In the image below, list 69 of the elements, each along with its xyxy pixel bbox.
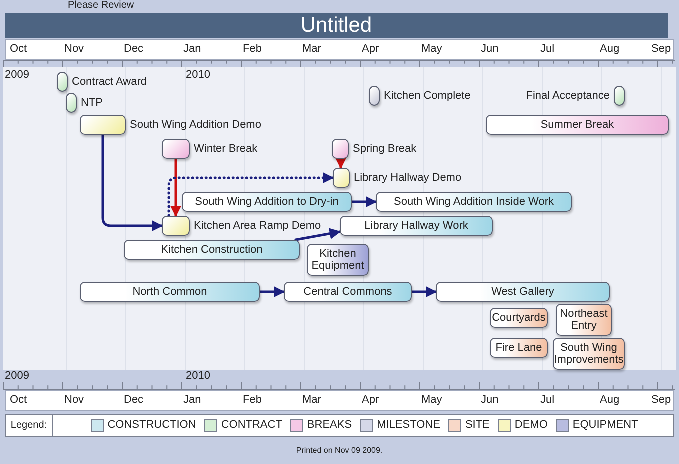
month-label: Feb xyxy=(243,43,262,56)
month-label: Jan xyxy=(184,43,202,56)
month-label: Dec xyxy=(124,43,144,56)
month-label: Jul xyxy=(540,394,555,407)
legend-label: SITE xyxy=(465,419,490,432)
month-label: Nov xyxy=(64,43,84,56)
task-label: Kitchen Area Ramp Demo xyxy=(194,219,322,234)
task-bar: Summer Break xyxy=(486,115,669,135)
arrow xyxy=(335,158,347,170)
legend-label: MILESTONE xyxy=(377,419,440,432)
month-label: May xyxy=(422,43,442,56)
legend-label: DEMO xyxy=(514,419,548,432)
task-bar: Northeast Entry xyxy=(556,304,612,336)
task-bar: Central Commons xyxy=(284,282,412,302)
task-bar: Courtyards xyxy=(490,308,548,328)
arrow xyxy=(350,196,378,208)
month-label: Sep xyxy=(652,394,672,407)
task-bar: South Wing Addition Inside Work xyxy=(376,192,572,212)
year-label: 2009 xyxy=(5,370,30,382)
month-label: Aug xyxy=(600,43,620,56)
month-label: Apr xyxy=(362,394,380,407)
task-bar: South Wing Improvements xyxy=(553,338,625,370)
task-bar: Kitchen Construction xyxy=(124,240,300,260)
month-label: Aug xyxy=(600,394,620,407)
footer-note: Printed on Nov 09 2009. xyxy=(295,446,384,456)
milestone-label: Contract Award xyxy=(72,75,148,90)
task-bar: South Wing Addition to Dry-in xyxy=(182,192,352,212)
month-label: Mar xyxy=(302,43,322,56)
year-label: 2010 xyxy=(186,69,210,81)
legend-label: CONTRACT xyxy=(221,419,282,432)
legend-label: EQUIPMENT xyxy=(572,419,638,432)
header-note: Please Review xyxy=(68,0,134,11)
month-label: Feb xyxy=(243,394,262,407)
year-label: 2009 xyxy=(5,69,30,81)
month-label: Oct xyxy=(10,43,28,56)
milestone-label: NTP xyxy=(81,96,103,111)
month-label: Apr xyxy=(362,43,380,56)
month-label: Jun xyxy=(481,394,499,407)
milestone-label: Final Acceptance xyxy=(526,89,610,104)
arrow xyxy=(102,134,164,232)
arrow xyxy=(170,158,182,218)
task-bar: North Common xyxy=(80,282,260,302)
legend-label: BREAKS xyxy=(307,419,352,432)
month-label: Jun xyxy=(481,43,499,56)
task-bar: Kitchen Equipment xyxy=(307,244,369,276)
task-bar: West Gallery xyxy=(436,282,610,302)
year-label: 2010 xyxy=(186,370,210,382)
task-label: Winter Break xyxy=(194,142,258,157)
title-bar: Untitled xyxy=(5,13,668,38)
task-bar: Fire Lane xyxy=(490,338,548,358)
arrow xyxy=(294,228,342,242)
month-label: Sep xyxy=(652,43,672,56)
legend-label: CONSTRUCTION xyxy=(108,419,196,432)
arrow xyxy=(258,286,286,298)
task-bar: Library Hallway Work xyxy=(340,216,493,236)
arrow xyxy=(168,172,334,218)
month-label: May xyxy=(422,394,442,407)
month-label: Jul xyxy=(540,43,555,56)
month-label: Oct xyxy=(10,394,28,407)
milestone-label: Kitchen Complete xyxy=(384,89,471,104)
arrow xyxy=(410,286,438,298)
legend-title: Legend: xyxy=(6,415,53,436)
task-label: Spring Break xyxy=(353,142,417,157)
month-label: Mar xyxy=(302,394,322,407)
month-label: Jan xyxy=(184,394,202,407)
task-label: South Wing Addition Demo xyxy=(130,118,262,133)
task-label: Library Hallway Demo xyxy=(354,171,462,186)
month-label: Dec xyxy=(124,394,144,407)
month-label: Nov xyxy=(64,394,84,407)
